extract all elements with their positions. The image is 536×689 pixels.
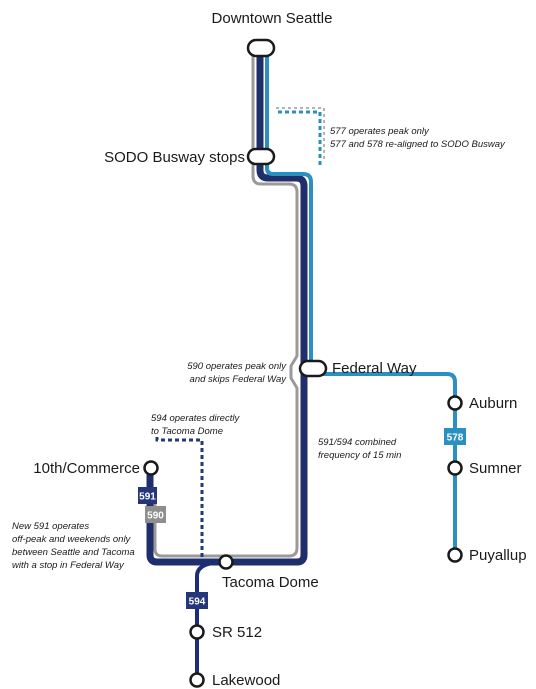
route-590-line — [153, 48, 299, 558]
stop-marker-sodo[interactable] — [246, 147, 276, 166]
stop-marker-sumner[interactable] — [447, 460, 463, 476]
stop-label-auburn: Auburn — [469, 395, 517, 412]
stop-marker-tacoma-dome[interactable] — [218, 554, 234, 570]
svg-text:and skips Federal Way: and skips Federal Way — [190, 374, 288, 385]
svg-text:with a stop in Federal Way: with a stop in Federal Way — [12, 560, 125, 571]
stop-marker-downtown-seattle[interactable] — [246, 38, 276, 58]
svg-text:between Seattle and Tacoma: between Seattle and Tacoma — [12, 547, 135, 558]
route-577-dotted-outline — [276, 107, 325, 160]
stop-marker-puyallup[interactable] — [447, 547, 463, 563]
stop-marker-commerce[interactable] — [143, 460, 159, 476]
svg-text:577 operates peak only: 577 operates peak only — [330, 126, 430, 137]
stop-marker-auburn[interactable] — [447, 395, 463, 411]
svg-text:591: 591 — [139, 492, 156, 503]
svg-text:590 operates peak only: 590 operates peak only — [187, 361, 287, 372]
svg-text:frequency of 15 min: frequency of 15 min — [318, 450, 401, 461]
svg-text:to Tacoma Dome: to Tacoma Dome — [151, 426, 223, 437]
route-577-dotted-loop — [278, 110, 322, 168]
svg-text:New 591 operates: New 591 operates — [12, 521, 89, 532]
note-591-594: 591/594 combined frequency of 15 min — [318, 437, 401, 461]
stop-label-commerce: 10th/Commerce — [33, 460, 140, 477]
badge-594: 594 — [186, 592, 208, 609]
stop-marker-federal-way[interactable] — [298, 359, 328, 378]
stop-label-tacoma-dome: Tacoma Dome — [222, 574, 319, 591]
note-590: 590 operates peak only and skips Federal… — [187, 361, 287, 385]
route-591-594-line — [146, 48, 308, 566]
route-594-dotted-path — [155, 437, 204, 560]
badge-591: 591 — [138, 487, 157, 504]
stop-label-puyallup: Puyallup — [469, 547, 527, 564]
stop-label-sodo: SODO Busway stops — [104, 149, 245, 166]
badge-578: 578 — [444, 428, 466, 445]
stop-label-downtown-seattle: Downtown Seattle — [212, 10, 333, 27]
svg-text:578: 578 — [447, 433, 464, 444]
svg-text:590: 590 — [147, 511, 164, 522]
note-577: 577 operates peak only 577 and 578 re-al… — [330, 126, 506, 150]
svg-text:off-peak and weekends only: off-peak and weekends only — [12, 534, 132, 545]
stop-marker-sr512[interactable] — [189, 624, 205, 640]
stop-label-lakewood: Lakewood — [212, 672, 280, 689]
note-591: New 591 operates off-peak and weekends o… — [12, 521, 135, 571]
svg-text:594 operates directly: 594 operates directly — [151, 413, 240, 424]
badge-590: 590 — [145, 506, 166, 523]
svg-text:577 and 578 re-aligned to SODO: 577 and 578 re-aligned to SODO Busway — [330, 139, 506, 150]
note-594: 594 operates directly to Tacoma Dome — [151, 413, 240, 437]
svg-text:594: 594 — [189, 597, 206, 608]
stop-label-sr512: SR 512 — [212, 624, 262, 641]
svg-text:591/594 combined: 591/594 combined — [318, 437, 397, 448]
stop-label-sumner: Sumner — [469, 460, 522, 477]
route-577-578-line — [265, 48, 457, 556]
stop-label-federal-way: Federal Way — [332, 360, 417, 377]
stop-marker-lakewood[interactable] — [189, 672, 205, 688]
